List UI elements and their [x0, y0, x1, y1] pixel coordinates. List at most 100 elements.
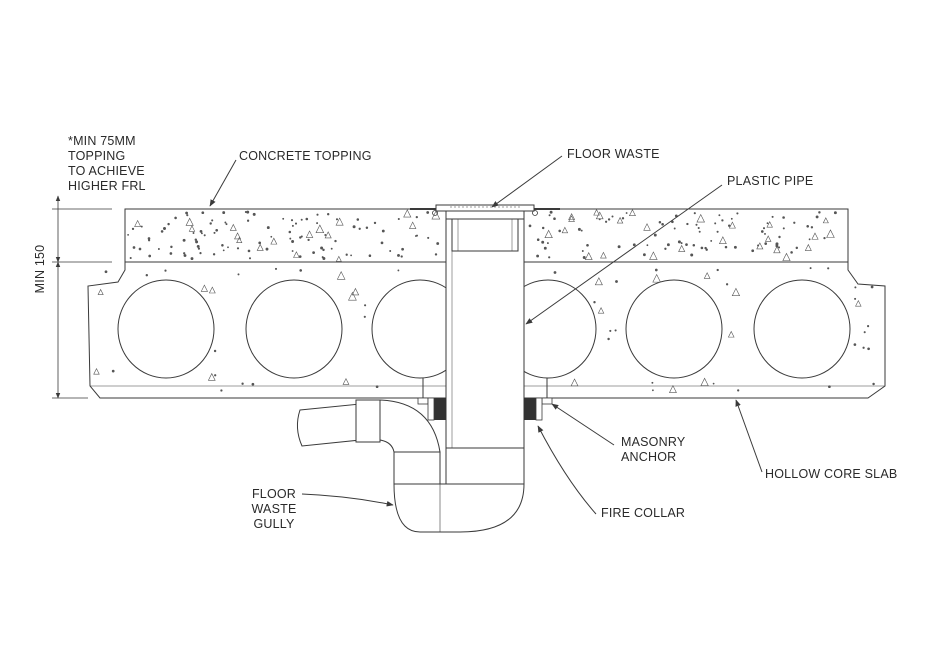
aggregate-dot	[536, 238, 540, 241]
aggregate-dot	[364, 304, 367, 307]
aggregate-dot	[131, 227, 135, 231]
aggregate-dot	[828, 385, 831, 389]
aggregate-dot	[549, 210, 553, 214]
aggregate-stone	[584, 252, 593, 260]
aggregate-dot	[434, 253, 438, 256]
aggregate-dot	[375, 385, 379, 389]
min-topping-note: *MIN 75MM TOPPING TO ACHIEVE HIGHER FRL	[68, 134, 146, 194]
floor-waste-label: FLOOR WASTE	[567, 147, 660, 161]
aggregate-dot	[236, 247, 240, 250]
aggregate-stone	[336, 271, 346, 280]
aggregate-dot	[196, 244, 200, 248]
plastic-pipe-label: PLASTIC PIPE	[727, 174, 814, 188]
aggregate-dot	[274, 267, 278, 270]
aggregate-stone	[855, 300, 862, 307]
aggregate-dot	[397, 217, 400, 221]
aggregate-dot	[536, 254, 540, 258]
hollow-core	[753, 279, 851, 379]
aggregate-stone	[678, 244, 686, 252]
aggregate-dot	[201, 211, 205, 215]
aggregate-dot	[397, 253, 400, 257]
aggregate-dot	[818, 211, 821, 214]
aggregate-stone	[256, 243, 264, 251]
aggregate-dot	[725, 283, 729, 286]
floor-waste-gully-line: WASTE	[251, 502, 297, 516]
aggregate-dot	[693, 212, 696, 215]
aggregate-dot	[203, 234, 206, 237]
aggregate-dot	[381, 229, 385, 233]
aggregate-dot	[265, 247, 269, 251]
aggregate-dot	[389, 250, 392, 252]
hollow-core	[117, 279, 215, 379]
aggregate-dot	[350, 254, 353, 257]
aggregate-dot	[736, 212, 739, 215]
aggregate-dot	[246, 219, 250, 222]
aggregate-dot	[182, 238, 186, 242]
aggregate-dot	[300, 235, 303, 238]
floor-waste-gully-label: FLOOR WASTE GULLY	[243, 487, 305, 532]
aggregate-dot	[705, 248, 708, 251]
aggregate-dot	[335, 218, 339, 221]
aggregate-dot	[546, 242, 549, 245]
aggregate-dot	[673, 227, 676, 230]
aggregate-dot	[698, 230, 701, 233]
aggregate-dot	[548, 256, 551, 259]
aggregate-dot	[646, 244, 649, 247]
aggregate-dot	[782, 216, 785, 219]
aggregate-stone	[826, 229, 835, 238]
aggregate-dot	[724, 245, 728, 249]
aggregate-dot	[299, 236, 302, 239]
aggregate-dot	[282, 217, 285, 220]
aggregate-stone	[782, 252, 791, 261]
aggregate-dot	[183, 254, 187, 257]
aggregate-dot	[632, 243, 636, 247]
masonry-anchor-line: MASONRY	[621, 435, 686, 449]
aggregate-dot	[147, 237, 151, 240]
aggregate-stone	[335, 255, 342, 262]
aggregate-dot	[270, 235, 273, 238]
aggregate-dot	[611, 215, 614, 218]
aggregate-dot	[870, 285, 874, 289]
floor-waste-gully	[296, 399, 525, 533]
aggregate-dot	[300, 218, 303, 221]
aggregate-dot	[581, 250, 584, 252]
aggregate-dot	[658, 220, 662, 224]
aggregate-dot	[227, 246, 229, 249]
aggregate-dot	[129, 256, 132, 260]
aggregate-dot	[251, 382, 255, 386]
aggregate-stone	[348, 291, 357, 301]
aggregate-stone	[568, 213, 576, 220]
hollow-core	[245, 279, 343, 379]
aggregate-dot	[716, 268, 719, 272]
aggregate-dot	[194, 238, 198, 241]
aggregate-dot	[298, 255, 302, 258]
aggregate-dot	[654, 268, 658, 272]
aggregate-dot	[528, 224, 532, 228]
aggregate-dot	[793, 221, 796, 224]
aggregate-dot	[815, 215, 819, 219]
aggregate-dot	[651, 389, 654, 392]
aggregate-dot	[666, 243, 670, 247]
aggregate-dot	[607, 218, 611, 221]
aggregate-dot	[541, 240, 545, 244]
aggregate-dot	[704, 246, 707, 250]
aggregate-dot	[111, 369, 115, 373]
aggregate-dot	[617, 245, 621, 249]
aggregate-stone	[305, 230, 314, 238]
hollow-core-slab-label: HOLLOW CORE SLAB	[765, 467, 898, 481]
aggregate-dot	[782, 227, 785, 230]
aggregate-stone	[236, 236, 243, 244]
aggregate-dot	[291, 250, 294, 252]
aggregate-dot	[548, 214, 551, 217]
aggregate-stone	[727, 330, 735, 338]
aggregate-dot	[289, 237, 292, 240]
aggregate-dot	[764, 242, 768, 245]
aggregate-stone	[728, 221, 736, 229]
fire-collar	[427, 397, 543, 421]
aggregate-dot	[863, 331, 866, 334]
aggregate-dot	[330, 247, 333, 250]
aggregate-dot	[809, 267, 812, 270]
aggregate-stone	[234, 232, 242, 240]
aggregate-dot	[104, 270, 108, 274]
